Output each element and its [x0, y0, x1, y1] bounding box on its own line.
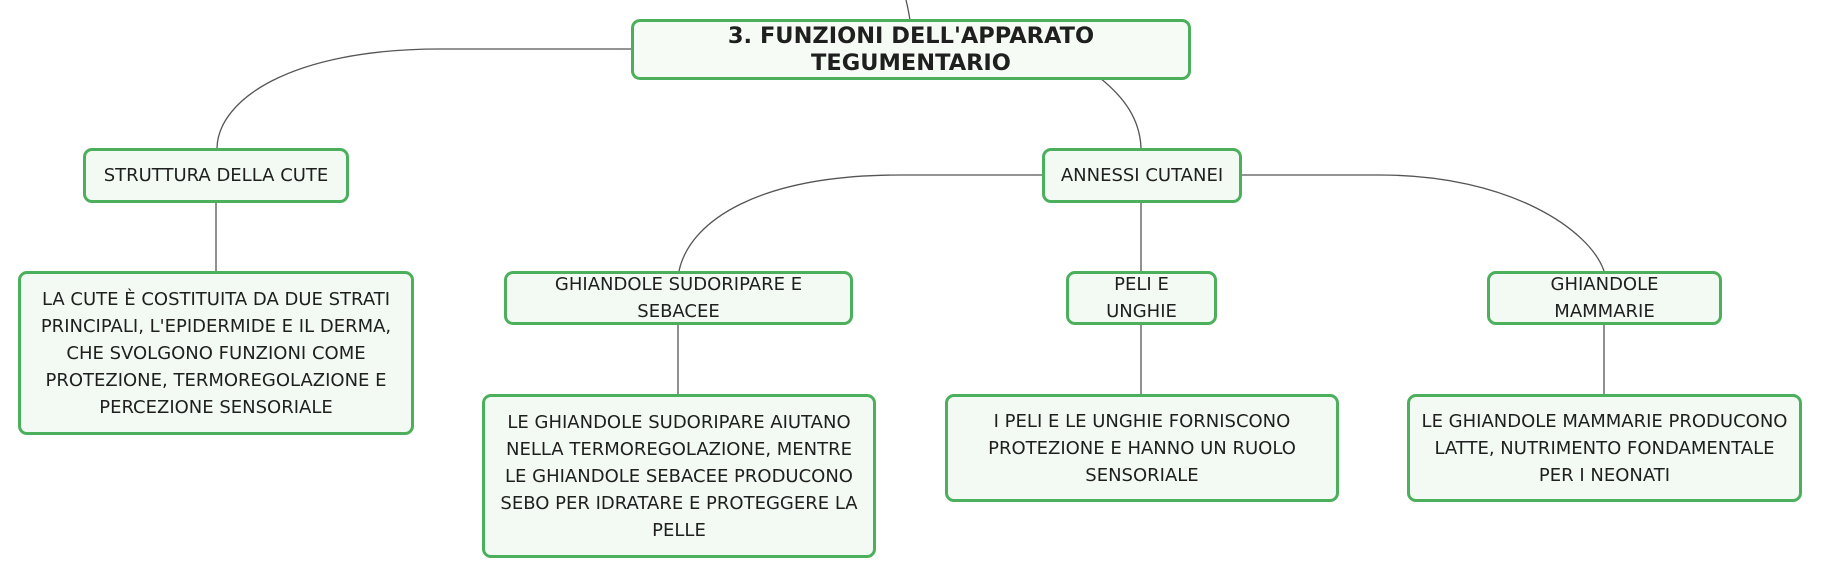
topic-label: STRUTTURA DELLA CUTE	[103, 165, 329, 186]
detail-node-ghiandole-sudoripare[interactable]: LE GHIANDOLE SUDORIPARE AIUTANO NELLA TE…	[482, 394, 876, 558]
connector-annessi-sudoripare	[678, 174, 1043, 272]
detail-text: LE GHIANDOLE MAMMARIE PRODUCONO LATTE, N…	[1421, 410, 1788, 486]
subtopic-node-ghiandole-mammarie[interactable]: GHIANDOLE MAMMARIE	[1487, 271, 1722, 325]
root-topic-node[interactable]: 3. FUNZIONI DELL'APPARATO TEGUMENTARIO	[631, 19, 1191, 80]
subtopic-label: GHIANDOLE SUDORIPARE E SEBACEE	[554, 274, 803, 322]
detail-text: LE GHIANDOLE SUDORIPARE AIUTANO NELLA TE…	[500, 411, 858, 541]
subtopic-label: GHIANDOLE MAMMARIE	[1550, 274, 1659, 322]
detail-text: I PELI E LE UNGHIE FORNISCONO PROTEZIONE…	[988, 410, 1296, 486]
root-topic-label: 3. FUNZIONI DELL'APPARATO TEGUMENTARIO	[727, 22, 1095, 76]
topic-node-annessi-cutanei[interactable]: ANNESSI CUTANEI	[1042, 148, 1242, 203]
detail-node-peli-e-unghie[interactable]: I PELI E LE UNGHIE FORNISCONO PROTEZIONE…	[945, 394, 1339, 502]
subtopic-node-ghiandole-sudoripare[interactable]: GHIANDOLE SUDORIPARE E SEBACEE	[504, 271, 853, 325]
connector-parent-root	[905, 0, 911, 21]
topic-node-struttura-della-cute[interactable]: STRUTTURA DELLA CUTE	[83, 148, 349, 203]
detail-text: LA CUTE È COSTITUITA DA DUE STRATI PRINC…	[40, 288, 392, 418]
subtopic-label: PELI E UNGHIE	[1106, 274, 1177, 322]
connector-annessi-mammarie	[1241, 174, 1605, 272]
topic-label: ANNESSI CUTANEI	[1060, 165, 1224, 186]
connector-root-struttura	[216, 48, 632, 149]
connector-root-annessi	[1099, 77, 1142, 149]
detail-node-struttura-della-cute[interactable]: LA CUTE È COSTITUITA DA DUE STRATI PRINC…	[18, 271, 414, 435]
detail-node-ghiandole-mammarie[interactable]: LE GHIANDOLE MAMMARIE PRODUCONO LATTE, N…	[1407, 394, 1802, 502]
subtopic-node-peli-e-unghie[interactable]: PELI E UNGHIE	[1066, 271, 1217, 325]
